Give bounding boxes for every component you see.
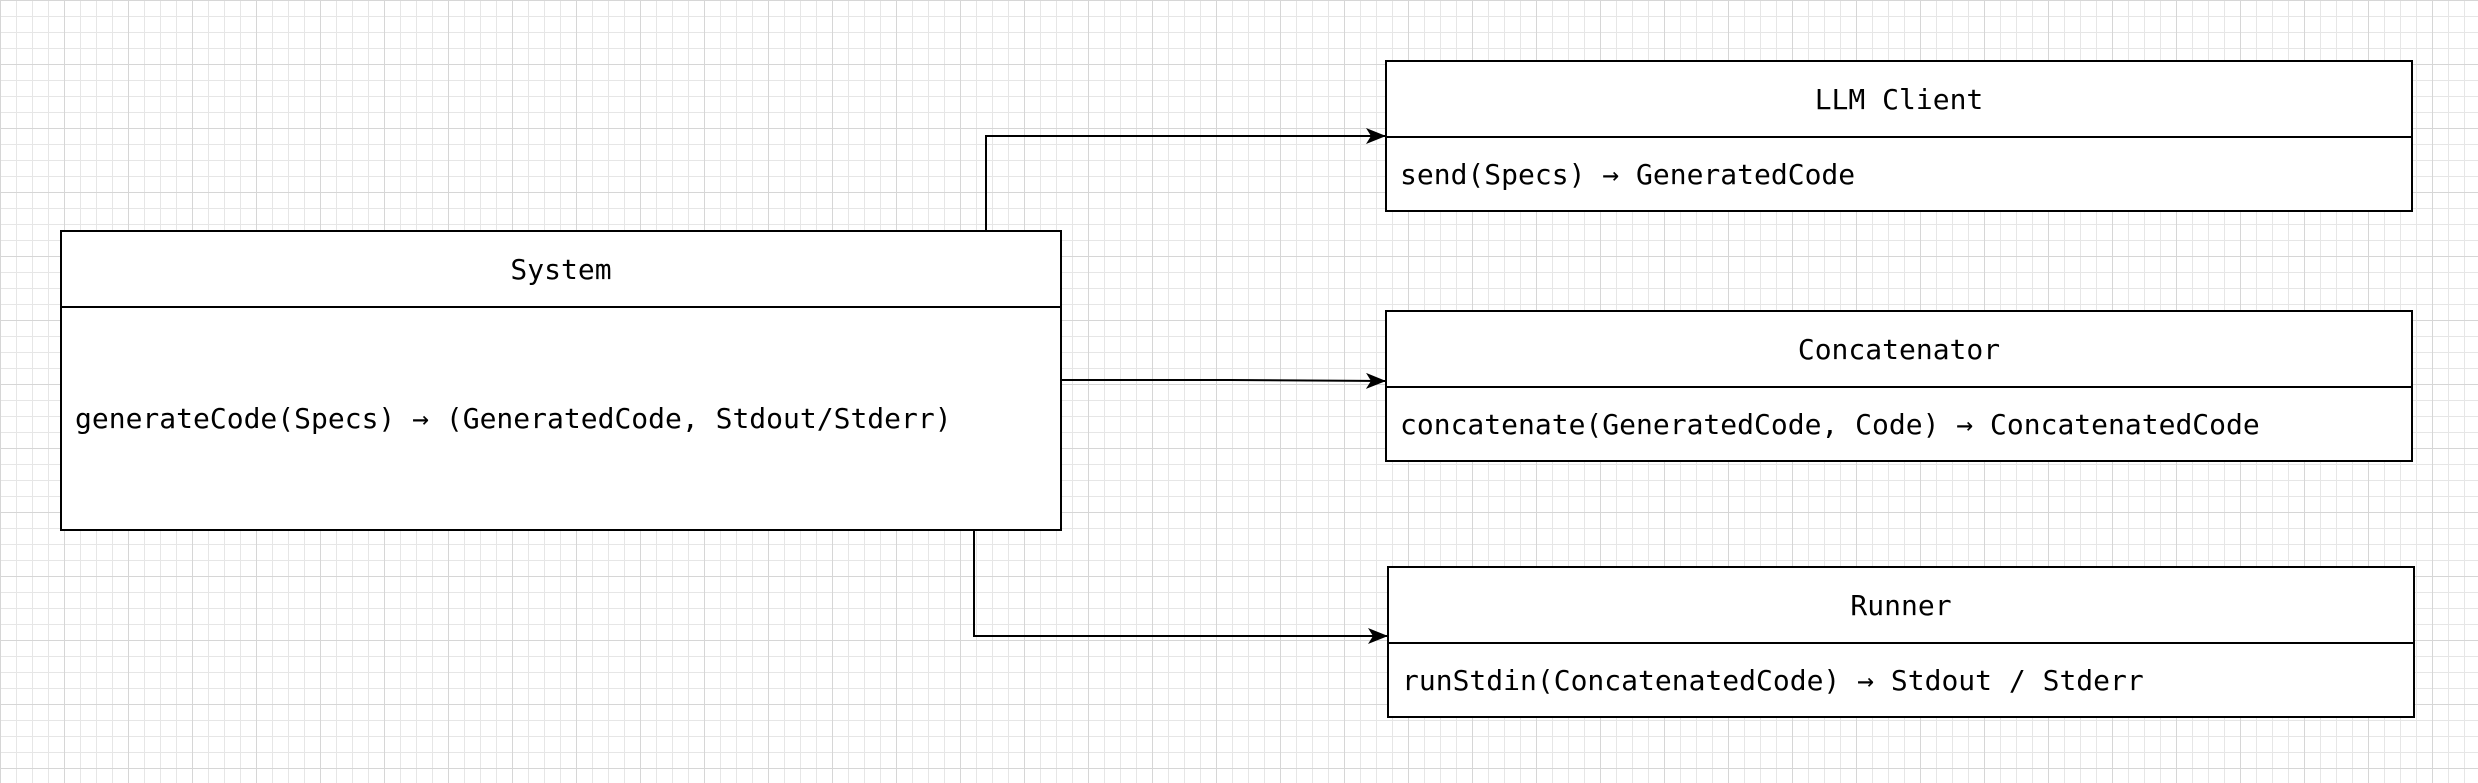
concatenator-class-title: Concatenator	[1387, 312, 2411, 388]
llm-client-class-method: send(Specs) → GeneratedCode	[1400, 157, 1856, 191]
runner-class-title: Runner	[1389, 568, 2413, 644]
runner-class-method: runStdin(ConcatenatedCode) → Stdout / St…	[1402, 663, 2144, 697]
concatenator-class-box[interactable]: Concatenator concatenate(GeneratedCode, …	[1385, 310, 2413, 462]
system-class-box[interactable]: System generateCode(Specs) → (GeneratedC…	[60, 230, 1062, 531]
system-class-method: generateCode(Specs) → (GeneratedCode, St…	[75, 402, 952, 435]
system-class-title: System	[62, 232, 1060, 308]
edge-system-to-runner	[973, 531, 1388, 644]
edge-system-to-llm-client	[985, 128, 1386, 230]
concatenator-class-method: concatenate(GeneratedCode, Code) → Conca…	[1400, 407, 2260, 441]
llm-client-class-box[interactable]: LLM Client send(Specs) → GeneratedCode	[1385, 60, 2413, 212]
edge-system-to-concatenator	[1062, 372, 1386, 389]
llm-client-class-title: LLM Client	[1387, 62, 2411, 138]
runner-class-box[interactable]: Runner runStdin(ConcatenatedCode) → Stdo…	[1387, 566, 2415, 718]
